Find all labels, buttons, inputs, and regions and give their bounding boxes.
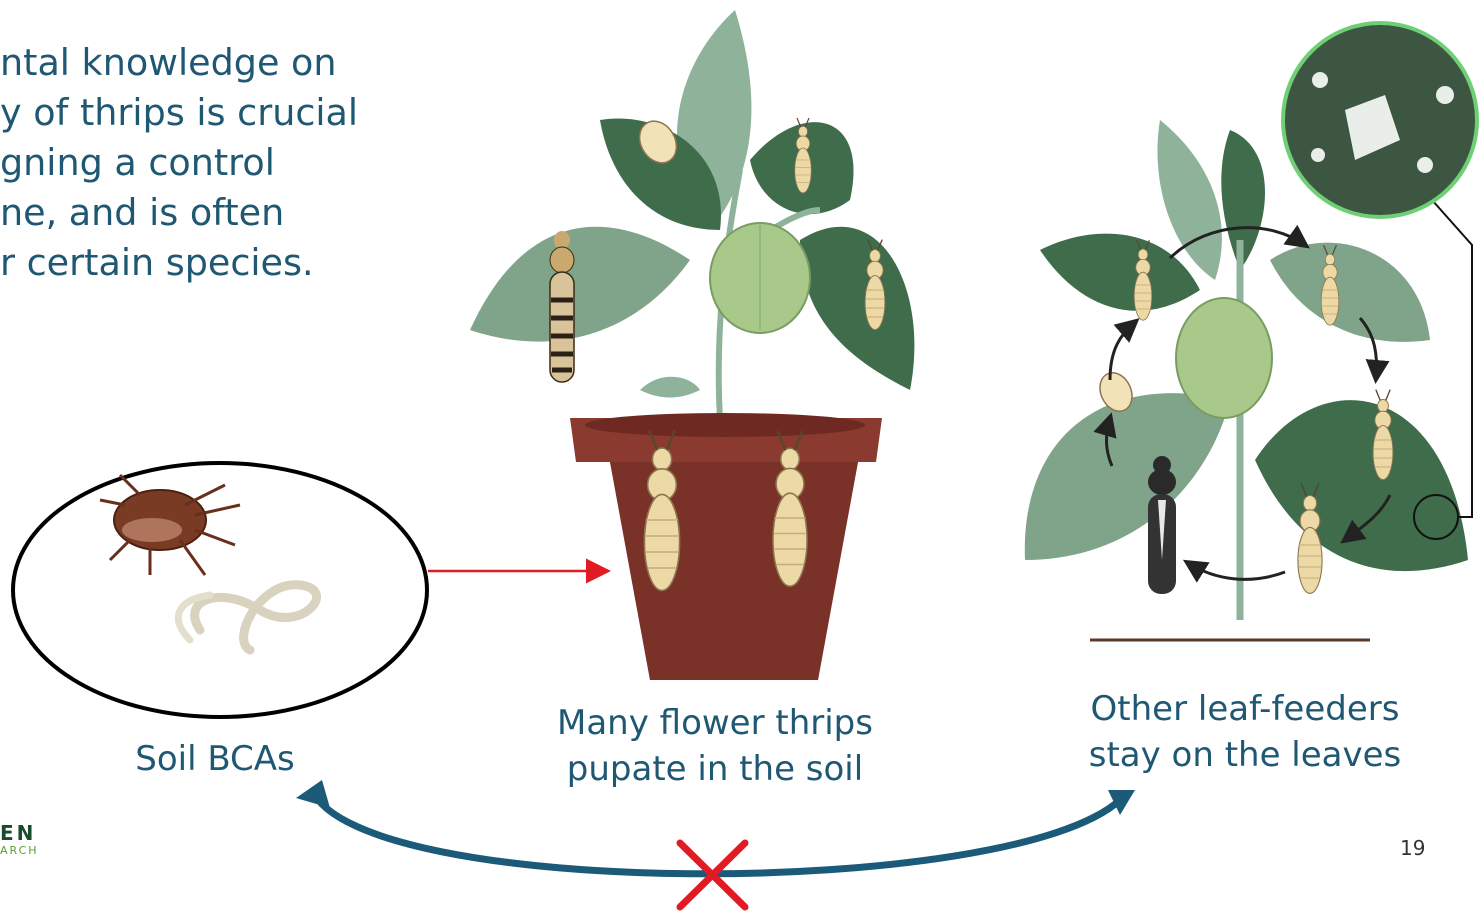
caption-leaf-line-1: Other leaf-feeders [1050, 686, 1440, 732]
thrips-icon [550, 231, 574, 382]
caption-leaf-line-2: stay on the leaves [1050, 732, 1440, 778]
leaf-plant [1025, 23, 1477, 640]
thrips-icon [1373, 390, 1393, 480]
transfer-arc [312, 790, 1120, 874]
caption-pupate: Many flower thrips pupate in the soil [520, 700, 910, 792]
page-number: 19 [1400, 836, 1425, 860]
mite-icon [100, 475, 240, 575]
caption-pupate-line-2: pupate in the soil [520, 746, 910, 792]
pepper-icon [1176, 298, 1272, 418]
pot-plant [470, 10, 914, 680]
logo-line-1: EN [0, 822, 70, 844]
nematode-icon [178, 585, 316, 650]
caption-leaf-feeders: Other leaf-feeders stay on the leaves [1050, 686, 1440, 778]
thrips-icon [1148, 456, 1176, 594]
caption-pupate-line-1: Many flower thrips [520, 700, 910, 746]
caption-soil-bcas: Soil BCAs [100, 736, 330, 782]
logo: EN ARCH [0, 822, 70, 858]
pepper-icon [710, 223, 810, 333]
logo-line-2: ARCH [0, 844, 70, 858]
bca-ellipse [13, 463, 427, 717]
